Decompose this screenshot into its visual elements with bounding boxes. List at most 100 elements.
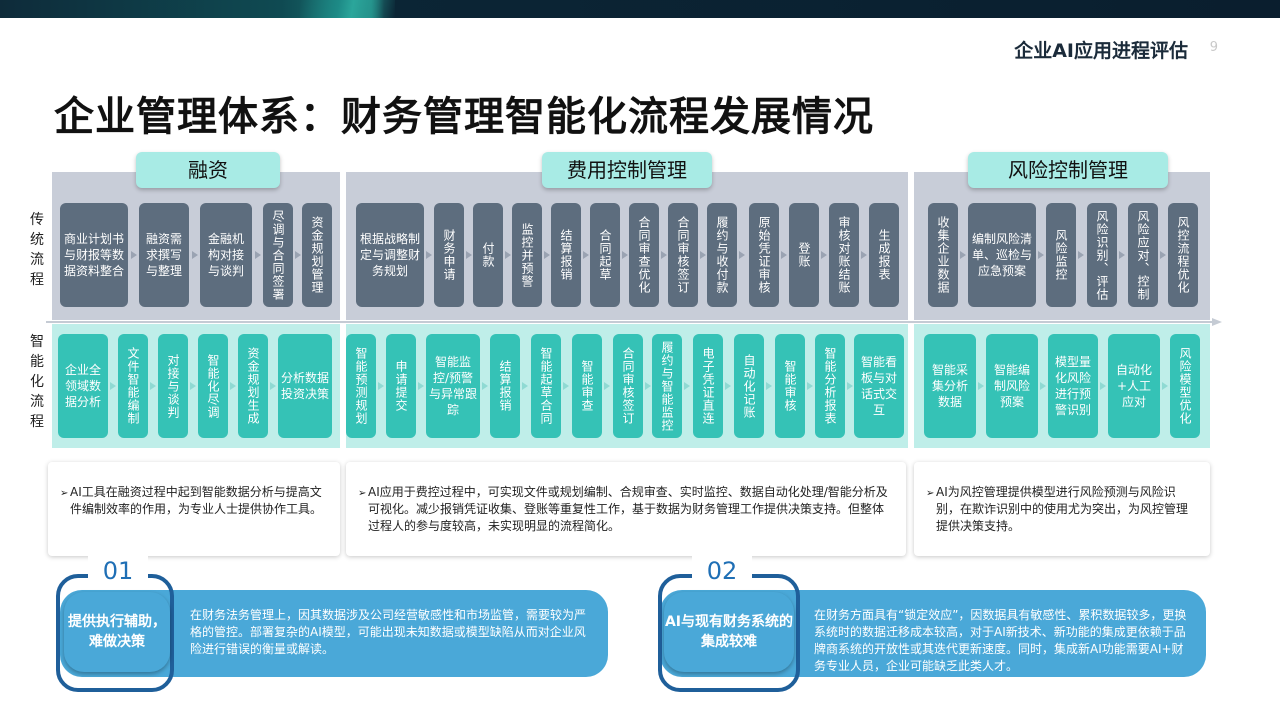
step-arrow-icon xyxy=(1119,251,1125,259)
risk-trad-step: 风险应对、控制 xyxy=(1128,203,1158,307)
financing-trad-step: 资金规划管理 xyxy=(302,203,332,307)
step-arrow-icon xyxy=(821,251,827,259)
challenge-card-2-title: AI与现有财务系统的集成较难 xyxy=(664,592,794,672)
risk-trad-step: 风控流程优化 xyxy=(1168,203,1198,307)
step-arrow-icon xyxy=(1160,251,1166,259)
step-arrow-icon xyxy=(190,382,196,390)
financing-note-text: AI工具在融资过程中起到智能数据分析与提高文件编制效率的作用，为专业人士提供协作… xyxy=(70,485,323,516)
step-arrow-icon xyxy=(725,382,731,390)
step-arrow-icon xyxy=(1078,251,1084,259)
challenge-card-2-number: 02 xyxy=(692,556,752,586)
expense-ai-step: 智能起草合同 xyxy=(531,334,561,438)
step-arrow-icon xyxy=(192,251,198,259)
page-title: 企业管理体系：财务管理智能化流程发展情况 xyxy=(54,94,874,140)
bullet-icon: ➢ xyxy=(358,488,367,499)
step-arrow-icon xyxy=(522,382,528,390)
financing-ai-step: 企业全领域数据分析 xyxy=(58,334,108,438)
bullet-icon: ➢ xyxy=(926,488,935,499)
expense-ai-step: 智能分析报表 xyxy=(815,334,845,438)
step-arrow-icon xyxy=(131,251,137,259)
risk-ai-step: 风险模型优化 xyxy=(1170,334,1200,438)
step-arrow-icon xyxy=(1162,382,1168,390)
challenge-card-1-title: 提供执行辅助，难做决策 xyxy=(64,592,170,672)
step-arrow-icon xyxy=(622,251,628,259)
step-arrow-icon xyxy=(861,251,867,259)
step-arrow-icon xyxy=(255,251,261,259)
step-arrow-icon xyxy=(781,251,787,259)
expense-trad-step: 生成报表 xyxy=(869,203,899,307)
expense-trad-step: 登账 xyxy=(789,203,819,307)
step-arrow-icon xyxy=(378,382,384,390)
financing-trad-step: 商业计划书与财报等数据资料整合 xyxy=(60,203,128,307)
page-number: 9 xyxy=(1209,40,1218,55)
flow-line xyxy=(46,321,1216,323)
row-label-intelligent: 智能化流程 xyxy=(30,334,44,430)
financing-ai-step: 文件智能编制 xyxy=(118,334,148,438)
expense-trad-step: 根据战略制定与调整财务规划 xyxy=(356,203,424,307)
risk-note: ➢ AI为风控管理提供模型进行风险预测与风险识别，在欺诈识别中的使用尤为突出，为… xyxy=(914,462,1210,556)
financing-ai-step: 对接与谈判 xyxy=(158,334,188,438)
expense-trad-step: 监控并预警 xyxy=(512,203,542,307)
risk-ai-step: 智能采集分析数据 xyxy=(924,334,976,438)
risk-trad-step: 收集企业数据 xyxy=(928,203,958,307)
step-arrow-icon xyxy=(978,382,984,390)
financing-trad-step: 尽调与合同签署 xyxy=(263,203,293,307)
top-banner-accent xyxy=(300,0,395,18)
step-arrow-icon xyxy=(230,382,236,390)
expense-trad-step: 原始凭证审核 xyxy=(749,203,779,307)
step-arrow-icon xyxy=(1038,251,1044,259)
section-title-expense: 费用控制管理 xyxy=(542,152,712,188)
expense-ai-step: 自动化记账 xyxy=(734,334,764,438)
step-arrow-icon xyxy=(766,382,772,390)
challenge-card-1-number: 01 xyxy=(88,556,148,586)
step-arrow-icon xyxy=(604,382,610,390)
expense-ai-step: 电子凭证直连 xyxy=(693,334,723,438)
step-arrow-icon xyxy=(739,251,745,259)
step-arrow-icon xyxy=(466,251,472,259)
section-title-risk: 风险控制管理 xyxy=(968,152,1168,188)
expense-trad-step: 履约与收付款 xyxy=(707,203,737,307)
expense-trad-step: 结算报销 xyxy=(551,203,581,307)
expense-ai-step: 履约与智能监控 xyxy=(652,334,682,438)
financing-trad-step: 融资需求撰写与整理 xyxy=(139,203,189,307)
financing-note: ➢ AI工具在融资过程中起到智能数据分析与提高文件编制效率的作用，为专业人士提供… xyxy=(48,462,340,556)
expense-ai-step: 合同审核签订 xyxy=(613,334,643,438)
risk-ai-step: 自动化+人工应对 xyxy=(1108,334,1160,438)
step-arrow-icon xyxy=(960,251,966,259)
risk-trad-step: 风险监控 xyxy=(1046,203,1076,307)
expense-ai-step: 智能监控/预警与异常跟踪 xyxy=(426,334,480,438)
step-arrow-icon xyxy=(563,382,569,390)
financing-trad-step: 金融机构对接与谈判 xyxy=(200,203,252,307)
risk-trad-step: 风险识别、评估 xyxy=(1087,203,1117,307)
expense-traditional-panel xyxy=(346,172,908,320)
section-title-financing: 融资 xyxy=(136,152,280,188)
expense-trad-step: 合同审核签订 xyxy=(668,203,698,307)
expense-ai-step: 结算报销 xyxy=(490,334,520,438)
financing-ai-step: 资金规划生成 xyxy=(238,334,268,438)
expense-ai-step: 智能看板与对话式交互 xyxy=(854,334,904,438)
challenge-card-2-text: 在财务方面具有“锁定效应”，因数据具有敏感性、累积数据较多，更换系统时的数据迁移… xyxy=(814,608,1187,673)
row-label-traditional: 传统流程 xyxy=(30,212,44,288)
expense-ai-step: 智能预测规划 xyxy=(346,334,376,438)
challenge-card-1-text: 在财务法务管理上，因其数据涉及公司经营敏感性和市场监管，需要较为严格的管控。部署… xyxy=(190,608,587,656)
risk-trad-step: 编制风险清单、巡检与应急预案 xyxy=(968,203,1036,307)
step-arrow-icon xyxy=(1100,382,1106,390)
expense-trad-step: 合同审查优化 xyxy=(629,203,659,307)
step-arrow-icon xyxy=(700,251,706,259)
financing-ai-step: 智能化尽调 xyxy=(198,334,228,438)
risk-note-text: AI为风控管理提供模型进行风险预测与风险识别，在欺诈识别中的使用尤为突出，为风控… xyxy=(936,485,1189,533)
expense-ai-step: 申请提交 xyxy=(386,334,416,438)
bullet-icon: ➢ xyxy=(60,488,69,499)
expense-ai-step: 智能审查 xyxy=(572,334,602,438)
step-arrow-icon xyxy=(544,251,550,259)
risk-ai-step: 模型量化风险进行预警识别 xyxy=(1048,334,1098,438)
step-arrow-icon xyxy=(110,382,116,390)
step-arrow-icon xyxy=(482,382,488,390)
step-arrow-icon xyxy=(661,251,667,259)
expense-trad-step: 付款 xyxy=(473,203,503,307)
expense-trad-step: 合同起草 xyxy=(590,203,620,307)
expense-trad-step: 财务申请 xyxy=(434,203,464,307)
step-arrow-icon xyxy=(270,382,276,390)
step-arrow-icon xyxy=(583,251,589,259)
step-arrow-icon xyxy=(505,251,511,259)
